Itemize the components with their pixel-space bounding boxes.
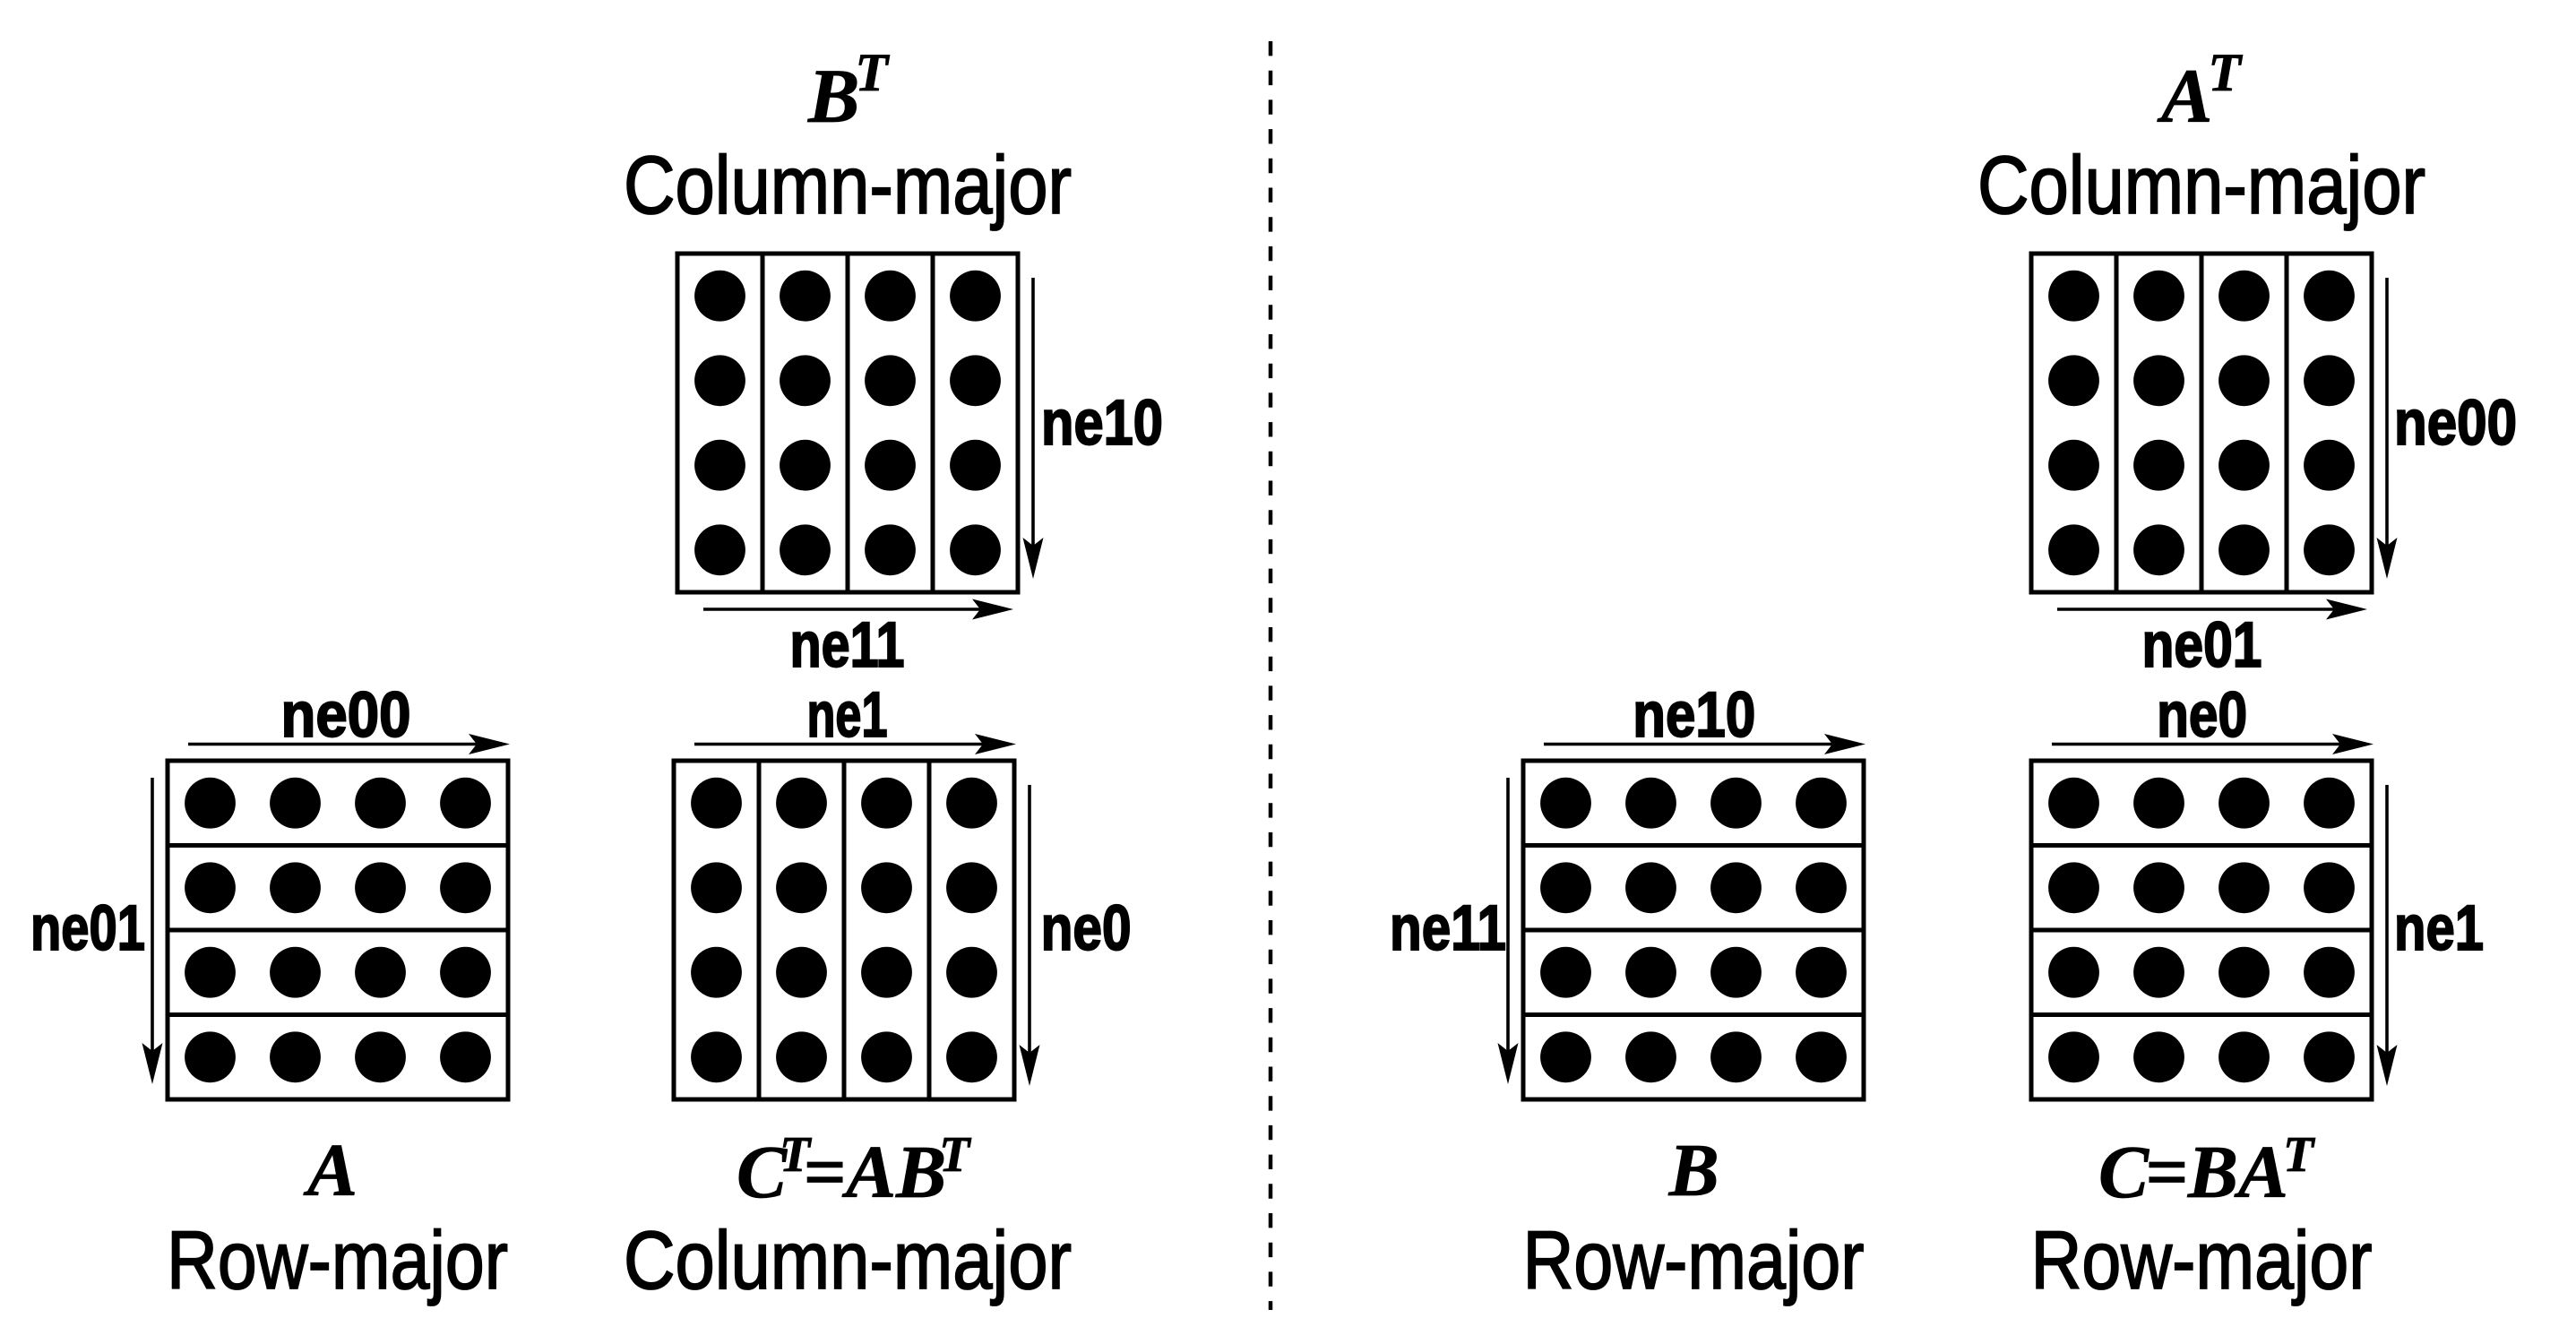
svg-text:Row-major: Row-major <box>2031 1215 2373 1306</box>
svg-text:ne1: ne1 <box>807 680 888 751</box>
svg-text:A: A <box>303 1129 358 1212</box>
svg-text:B: B <box>1668 1129 1719 1212</box>
svg-text:Column-major: Column-major <box>624 1215 1072 1306</box>
svg-text:C=BAT: C=BAT <box>2098 1127 2316 1214</box>
svg-text:ne00: ne00 <box>2394 388 2517 459</box>
svg-text:Row-major: Row-major <box>167 1215 508 1306</box>
svg-text:Row-major: Row-major <box>1523 1215 1865 1306</box>
svg-text:Column-major: Column-major <box>624 140 1072 231</box>
svg-text:Column-major: Column-major <box>1977 140 2425 231</box>
svg-text:ne0: ne0 <box>2157 680 2247 751</box>
svg-text:ne10: ne10 <box>1633 680 1755 751</box>
svg-text:ne11: ne11 <box>790 610 905 681</box>
svg-text:ne00: ne00 <box>281 680 411 751</box>
svg-text:ne1: ne1 <box>2394 893 2484 964</box>
svg-text:ne0: ne0 <box>1041 893 1132 964</box>
svg-text:ne11: ne11 <box>1390 893 1506 964</box>
svg-text:CT=ABT: CT=ABT <box>737 1127 972 1214</box>
svg-text:ne01: ne01 <box>2142 610 2262 681</box>
svg-text:ne10: ne10 <box>1041 388 1163 459</box>
svg-text:ne01: ne01 <box>30 893 145 964</box>
